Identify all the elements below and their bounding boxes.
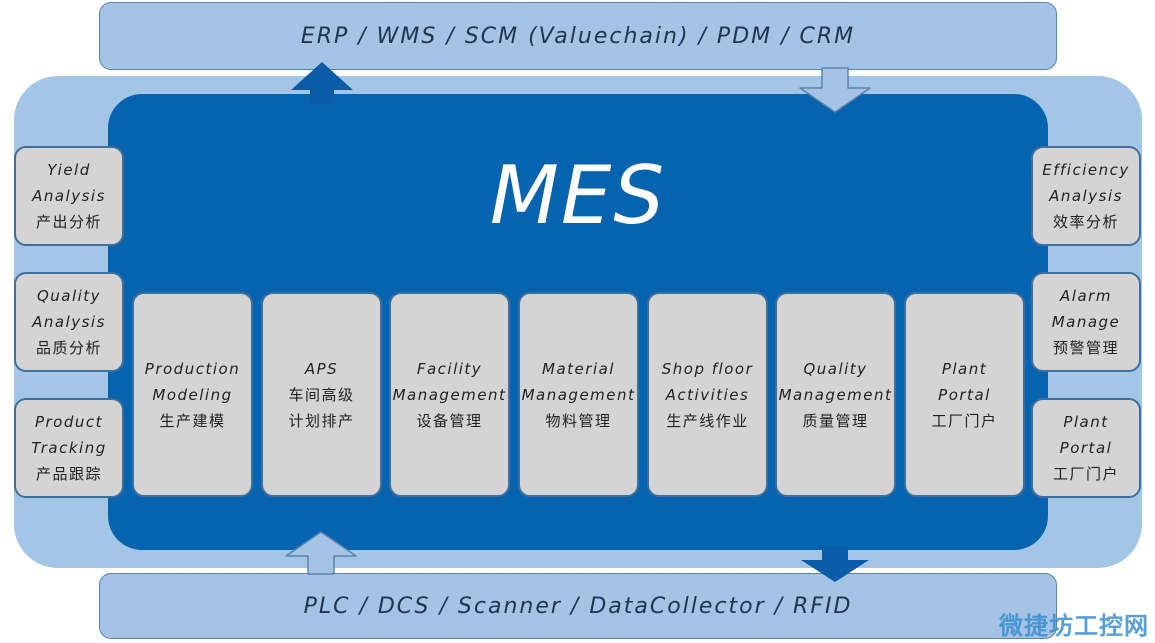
module-quality-management: Quality Management 质量管理	[775, 292, 896, 497]
box-label-en: Efficiency	[1042, 161, 1130, 179]
box-label-en: Analysis	[32, 313, 106, 331]
box-label-zh: 效率分析	[1052, 213, 1119, 231]
module-label-zh: 设备管理	[416, 411, 483, 430]
up-arrow-from-plc-icon	[285, 531, 357, 575]
module-label-en: Activities	[665, 385, 750, 404]
quality-analysis-box: Quality Analysis 品质分析	[14, 272, 124, 372]
module-label-en: Facility	[416, 359, 483, 378]
module-label-en: APS	[304, 359, 339, 378]
box-label-en: Yield	[47, 161, 91, 179]
box-label-zh: 预警管理	[1052, 339, 1119, 357]
yield-analysis-box: Yield Analysis 产出分析	[14, 146, 124, 246]
module-label-zh: 计划排产	[288, 411, 355, 430]
up-arrow-to-erp-icon	[291, 62, 353, 104]
box-label-en: Product	[34, 413, 104, 431]
box-label-zh: 产品跟踪	[35, 465, 102, 483]
module-label-en: Quality	[803, 359, 868, 378]
box-label-en: Analysis	[32, 187, 106, 205]
module-label-zh: 质量管理	[802, 411, 869, 430]
module-label-en: Plant	[941, 359, 988, 378]
mes-title: MES	[489, 148, 667, 242]
box-label-zh: 产出分析	[35, 213, 102, 231]
module-label-zh: 物料管理	[545, 411, 612, 430]
bottom-devices-bar: PLC / DCS / Scanner / DataCollector / RF…	[99, 573, 1057, 639]
box-label-en: Alarm	[1060, 287, 1112, 305]
watermark: 微捷坊工控网	[999, 612, 1149, 640]
box-label-en: Plant	[1063, 413, 1109, 431]
bottom-devices-label: PLC / DCS / Scanner / DataCollector / RF…	[303, 593, 853, 619]
box-label-en: Manage	[1051, 313, 1121, 331]
module-label-en: Production	[144, 359, 241, 378]
module-aps: APS 车间高级 计划排产	[261, 292, 382, 497]
module-shop-floor-activities: Shop floor Activities 生产线作业	[647, 292, 768, 497]
plant-portal-side-box: Plant Portal 工厂门户	[1031, 398, 1141, 498]
module-label-en: Management	[521, 385, 636, 404]
box-label-en: Analysis	[1049, 187, 1123, 205]
module-label-zh: 生产线作业	[666, 411, 749, 430]
module-facility-management: Facility Management 设备管理	[389, 292, 510, 497]
top-systems-bar: ERP / WMS / SCM (Valuechain) / PDM / CRM	[99, 2, 1057, 70]
alarm-manage-box: Alarm Manage 预警管理	[1031, 272, 1141, 372]
module-label-en: Management	[392, 385, 507, 404]
module-label-zh: 工厂门户	[931, 411, 998, 430]
module-label-en: Material	[542, 359, 615, 378]
module-label-zh: 生产建模	[159, 411, 226, 430]
efficiency-analysis-box: Efficiency Analysis 效率分析	[1031, 146, 1141, 246]
down-arrow-from-erp-icon	[799, 67, 871, 113]
top-systems-label: ERP / WMS / SCM (Valuechain) / PDM / CRM	[300, 23, 856, 49]
box-label-zh: 工厂门户	[1052, 465, 1119, 483]
box-label-en: Quality	[36, 287, 102, 305]
module-label-en: Management	[778, 385, 893, 404]
box-label-en: Portal	[1059, 439, 1113, 457]
module-production-modeling: Production Modeling 生产建模	[132, 292, 253, 497]
box-label-en: Tracking	[31, 439, 107, 457]
module-plant-portal: Plant Portal 工厂门户	[904, 292, 1025, 497]
down-arrow-to-plc-icon	[801, 546, 869, 582]
module-label-en: Shop floor	[661, 359, 754, 378]
module-label-en: Portal	[938, 385, 991, 404]
module-label-en: Modeling	[152, 385, 233, 404]
module-label-zh: 车间高级	[288, 385, 355, 404]
module-material-management: Material Management 物料管理	[518, 292, 639, 497]
box-label-zh: 品质分析	[35, 339, 102, 357]
product-tracking-box: Product Tracking 产品跟踪	[14, 398, 124, 498]
